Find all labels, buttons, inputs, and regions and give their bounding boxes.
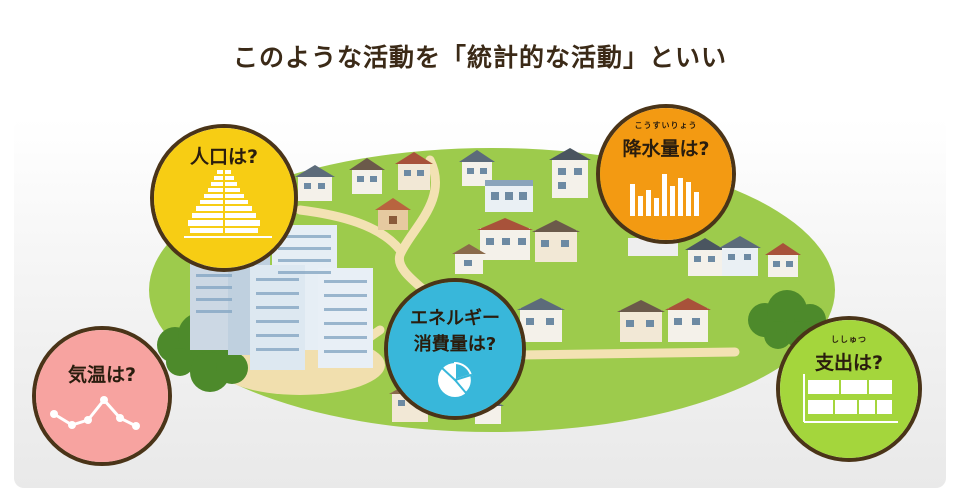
- energy-label-line2: 消費量は?: [413, 334, 497, 355]
- temperature-label: 気温は?: [67, 364, 137, 386]
- page-title: このような活動を「統計的な活動」といい: [232, 43, 727, 72]
- rainfall-ruby: こうすいりょう: [634, 121, 698, 130]
- expenditure-bubble: ししゅつ 支出は?: [776, 316, 922, 462]
- rainfall-label: 降水量は?: [622, 138, 710, 160]
- population-bubble: 人口は?: [150, 124, 298, 272]
- line-chart-icon: [50, 396, 140, 430]
- expenditure-label: 支出は?: [814, 352, 884, 374]
- houses: [295, 148, 801, 424]
- temperature-bubble: 気温は?: [32, 326, 172, 466]
- bar-chart-icon: [630, 174, 699, 216]
- rainfall-bubble: こうすいりょう 降水量は?: [596, 104, 736, 244]
- expenditure-ruby: ししゅつ: [831, 335, 867, 344]
- pie-chart-icon: [438, 361, 473, 397]
- population-label: 人口は?: [189, 146, 259, 168]
- energy-label-line1: エネルギー: [410, 308, 500, 329]
- energy-bubble: エネルギー 消費量は?: [384, 278, 526, 420]
- population-pyramid-icon: [184, 170, 272, 238]
- bar-table-icon: [803, 374, 898, 423]
